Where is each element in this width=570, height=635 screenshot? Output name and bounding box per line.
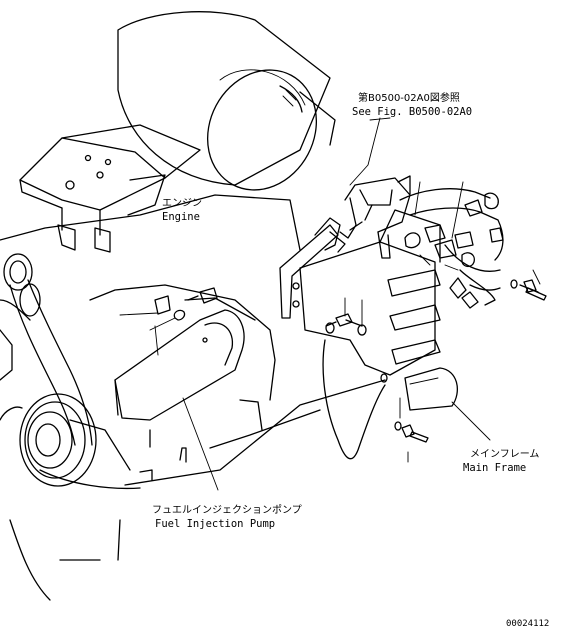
fuel-injection-pump <box>114 287 245 421</box>
see-fig-label-en: See Fig. B0500-02A0 <box>352 106 473 118</box>
fuel-pump-label-en: Fuel Injection Pump <box>155 518 276 530</box>
air-cleaner-cylinder <box>117 11 336 191</box>
main-frame-shoe <box>404 367 458 411</box>
pulleys-and-belt <box>0 253 97 487</box>
fuel-pump-label-jp: フュエルインジェクションポンプ <box>152 505 302 516</box>
main-frame-bracket <box>279 209 441 376</box>
wiring-harness <box>339 175 504 309</box>
engine-label-jp: エンジン <box>162 198 202 209</box>
drawing-number: 00024112 <box>506 619 550 629</box>
engine-body <box>0 124 386 601</box>
bolts-and-washers <box>325 279 547 443</box>
main-frame-label-jp: メインフレーム <box>470 449 540 460</box>
leader-lines <box>119 117 541 491</box>
engine-label-en: Engine <box>162 211 200 223</box>
main-frame-label-en: Main Frame <box>463 462 527 474</box>
see-fig-label-jp: 第B0500-02A0図参照 <box>358 93 460 104</box>
cable-loop <box>322 339 386 460</box>
